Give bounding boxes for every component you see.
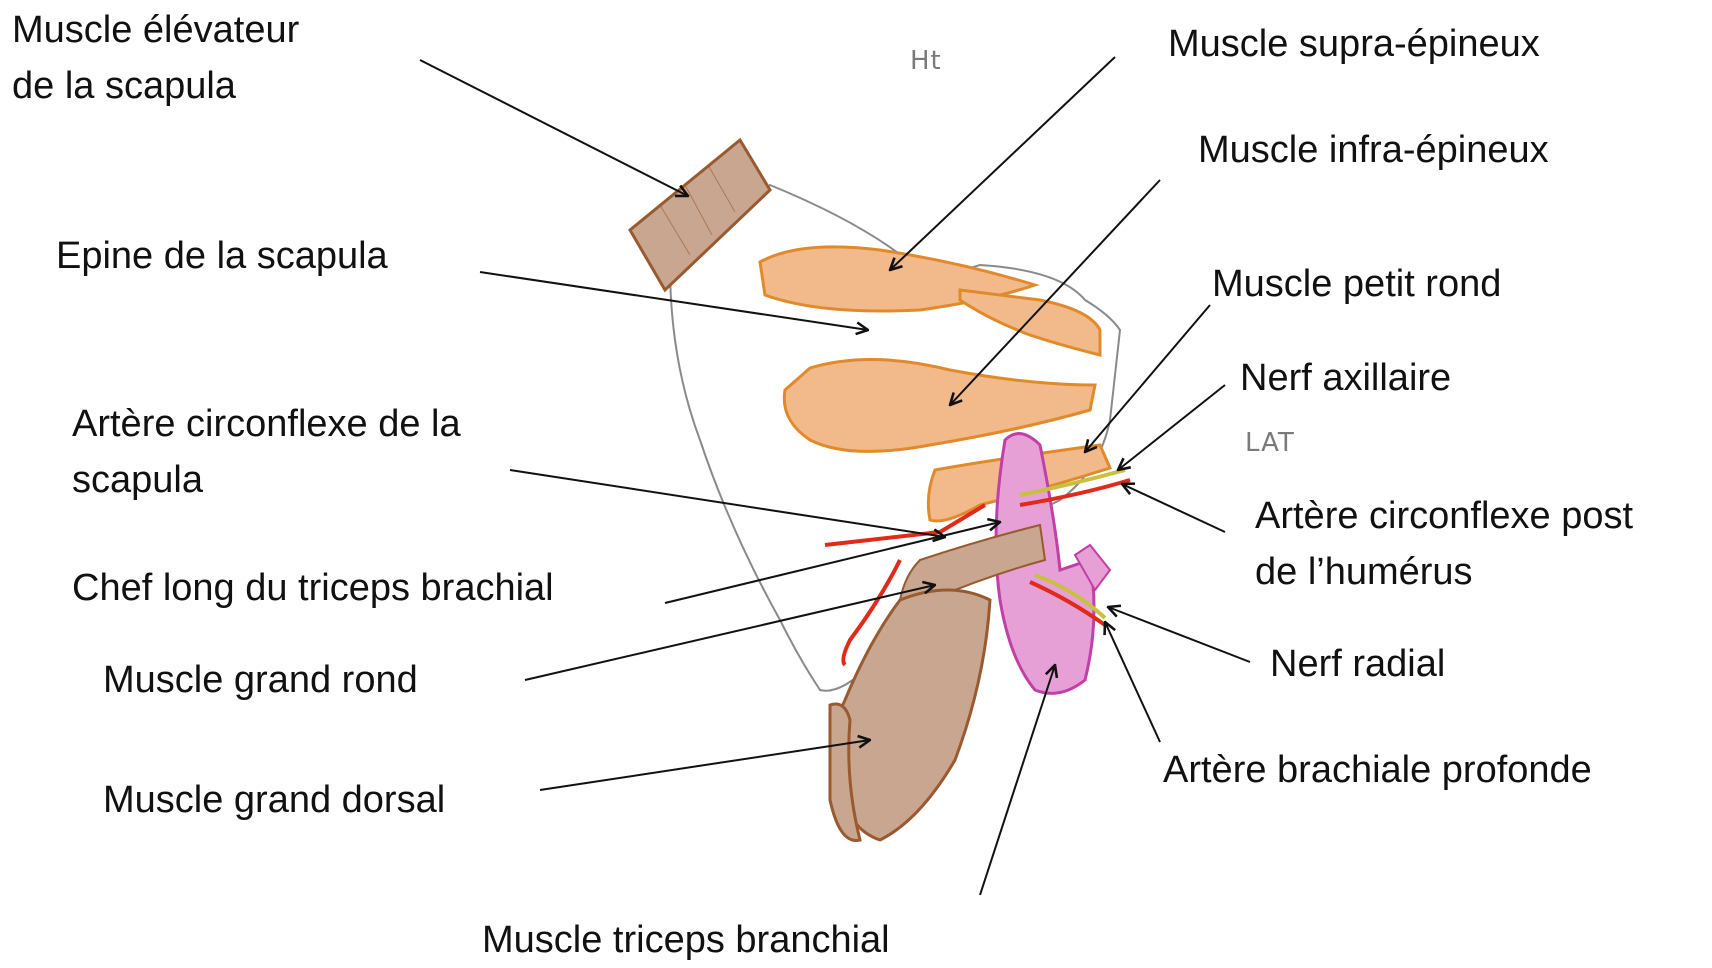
arrow-nerf-radial xyxy=(1108,607,1250,662)
label-petit-rond: Muscle petit rond xyxy=(1212,256,1501,312)
arrow-grand-dorsal xyxy=(540,740,870,790)
label-grand-rond: Muscle grand rond xyxy=(103,652,418,708)
arrow-art-brachiale xyxy=(1105,622,1160,742)
label-art-circ-scapula-line1: Artère circonflexe de la xyxy=(72,396,461,452)
label-art-circ-post-line2: de l’humérus xyxy=(1255,544,1633,600)
label-elevateur: Muscle élévateur de la scapula xyxy=(12,2,299,114)
arrow-elevateur xyxy=(420,60,688,196)
label-chef-long: Chef long du triceps brachial xyxy=(72,560,554,616)
label-art-circ-post: Artère circonflexe post de l’humérus xyxy=(1255,488,1633,600)
label-art-circ-post-line1: Artère circonflexe post xyxy=(1255,488,1633,544)
arrow-triceps xyxy=(980,665,1055,895)
label-grand-dorsal: Muscle grand dorsal xyxy=(103,772,445,828)
label-art-brachiale: Artère brachiale profonde xyxy=(1163,742,1592,798)
arrow-supra xyxy=(890,57,1115,270)
annotation-top: Ht xyxy=(910,46,942,76)
label-elevateur-line1: Muscle élévateur xyxy=(12,2,299,58)
label-elevateur-line2: de la scapula xyxy=(12,58,299,114)
label-infra: Muscle infra-épineux xyxy=(1198,122,1549,178)
label-supra: Muscle supra-épineux xyxy=(1168,16,1540,72)
label-nerf-radial: Nerf radial xyxy=(1270,636,1445,692)
label-epine: Epine de la scapula xyxy=(56,228,388,284)
arrow-art-circ-post xyxy=(1122,484,1225,532)
label-art-circ-scapula: Artère circonflexe de la scapula xyxy=(72,396,461,508)
label-nerf-axillaire: Nerf axillaire xyxy=(1240,350,1451,406)
label-art-circ-scapula-line2: scapula xyxy=(72,452,461,508)
label-triceps: Muscle triceps branchial xyxy=(482,912,890,968)
annotation-lateral: LAT xyxy=(1245,428,1295,458)
arrow-nerf-axillaire xyxy=(1118,385,1225,470)
